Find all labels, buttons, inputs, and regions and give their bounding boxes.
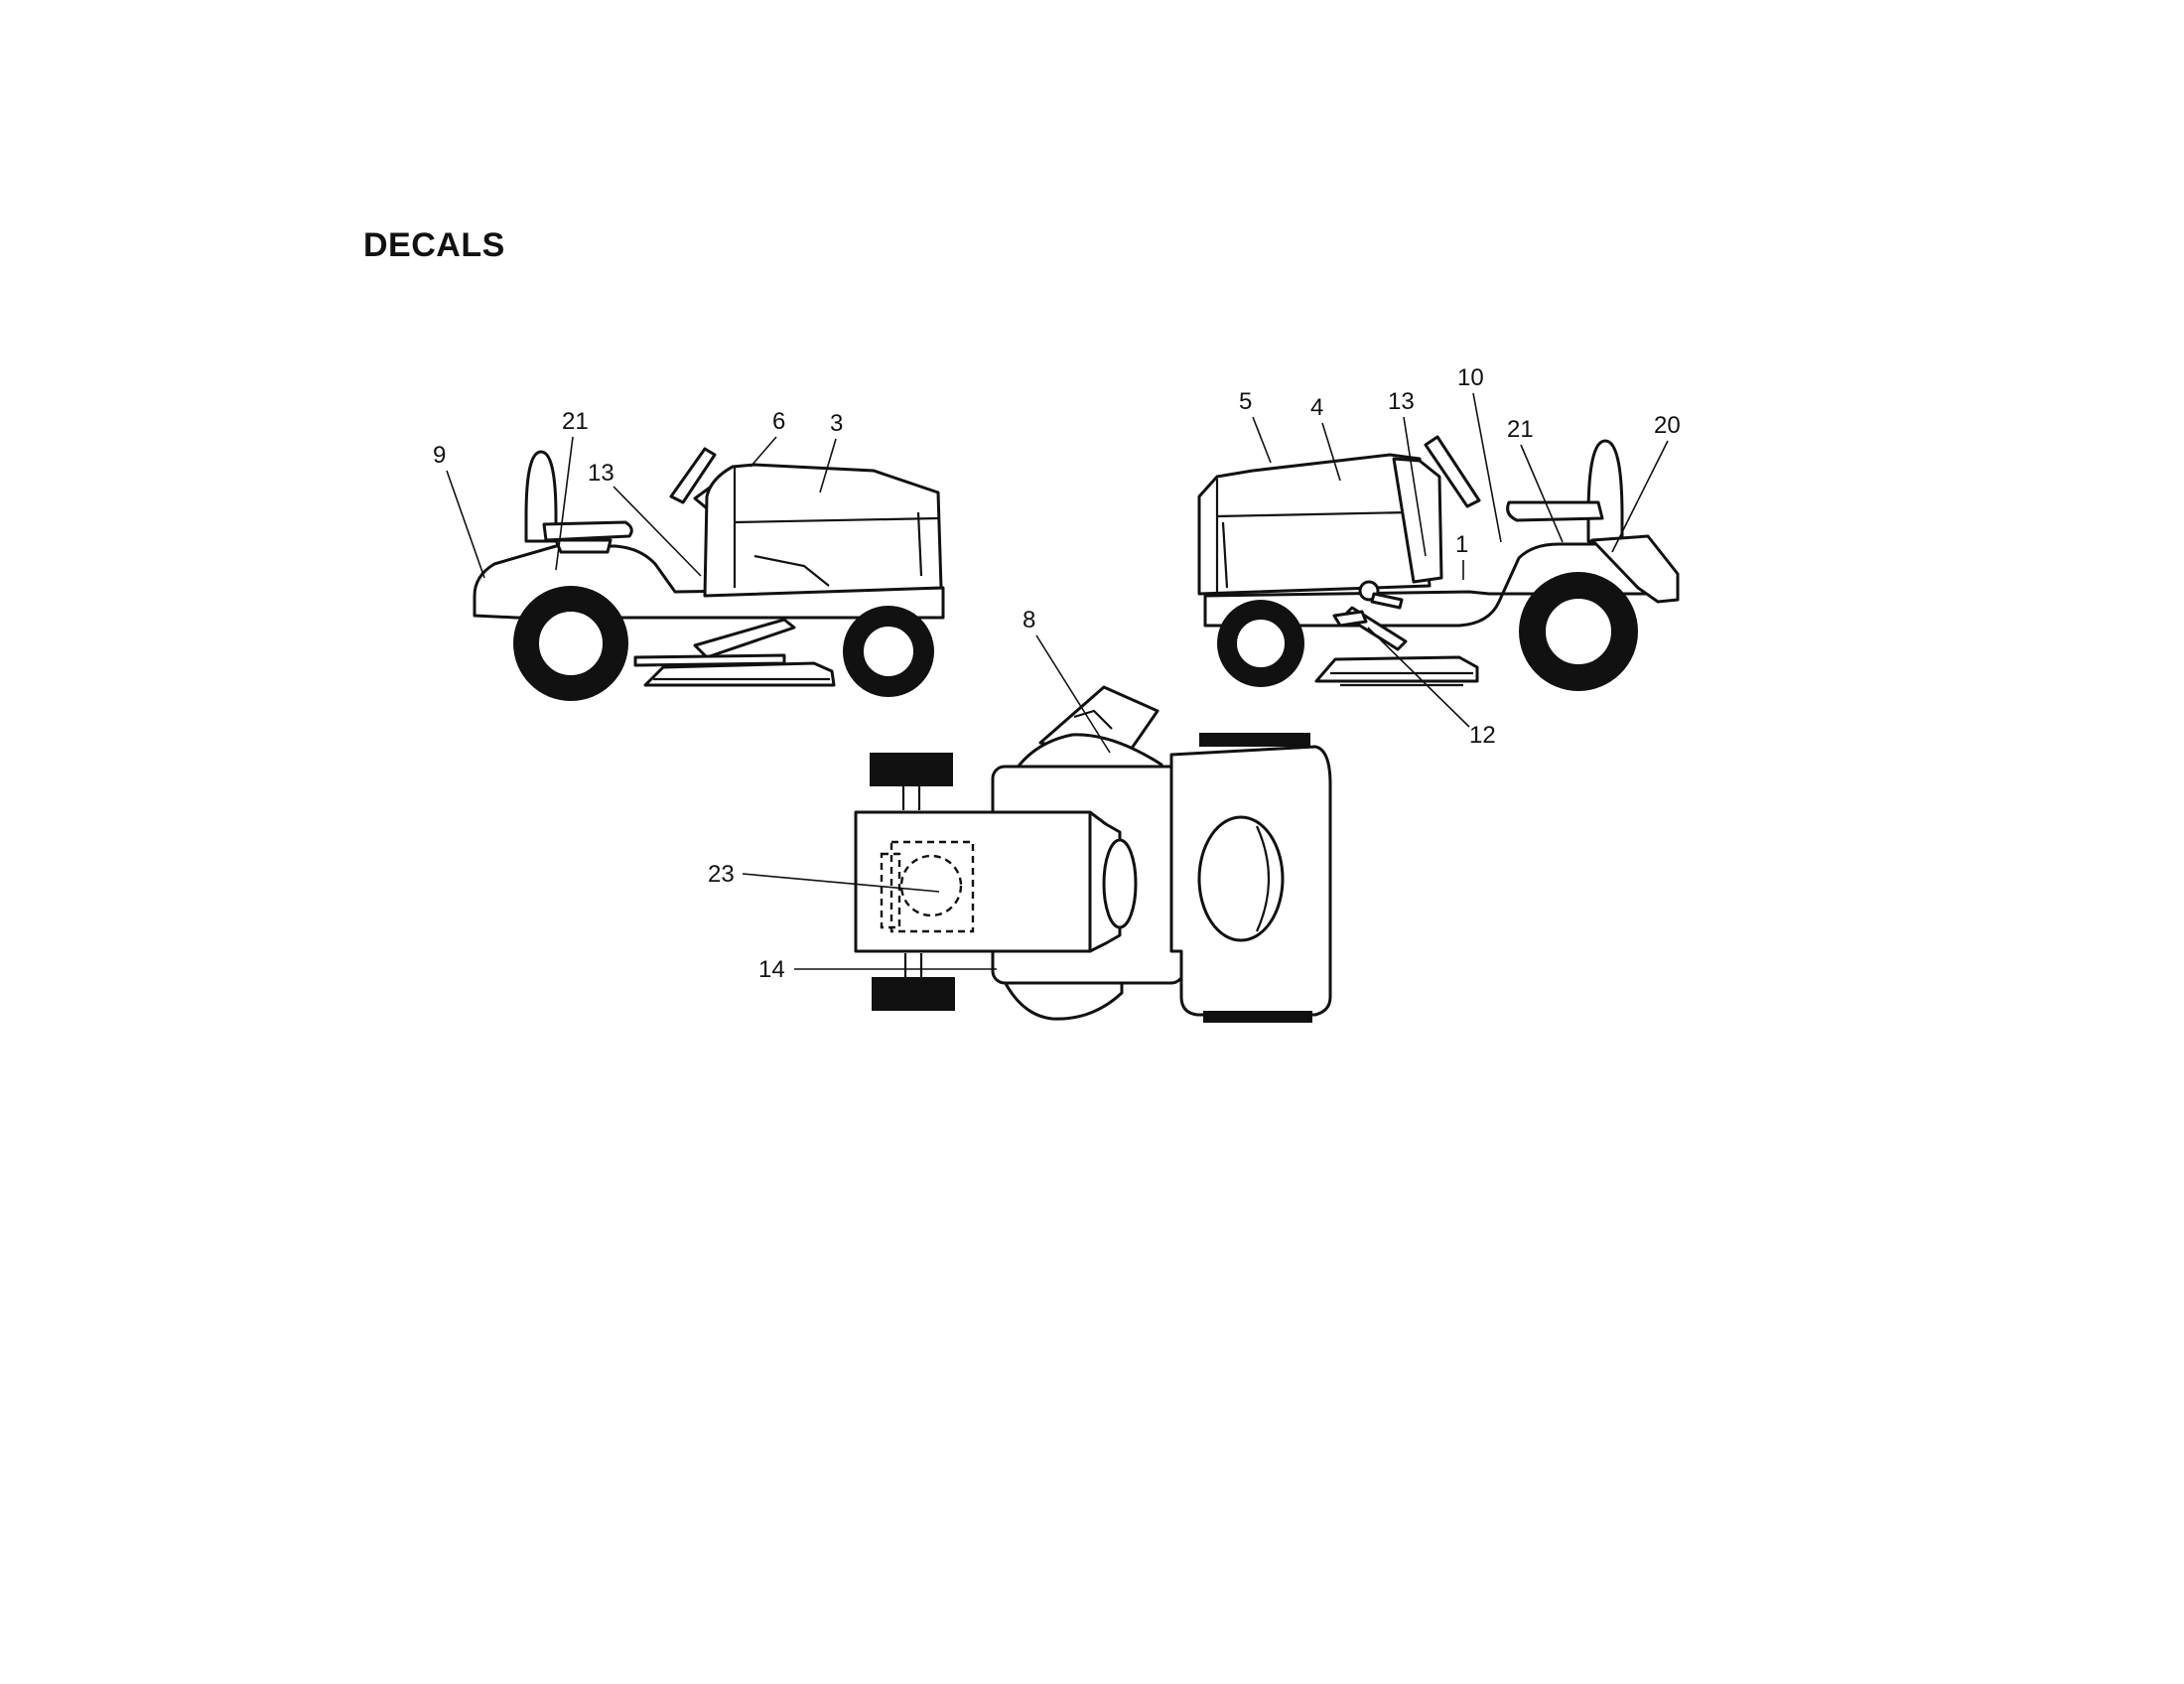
page-title: DECALS: [363, 226, 505, 264]
callout-12: 12: [1469, 722, 1496, 749]
callout-23: 23: [708, 861, 735, 888]
tractor-right-side-view: 5 4 13 10 21 20 1 12: [1197, 364, 1681, 749]
callout-13-right: 13: [1388, 388, 1415, 415]
callout-1: 1: [1455, 531, 1468, 558]
callout-9: 9: [433, 442, 446, 469]
callout-8: 8: [1023, 607, 1035, 633]
callout-14: 14: [758, 956, 785, 983]
callout-20: 20: [1654, 412, 1681, 439]
tractor-top-view: 8 23 14: [708, 607, 1332, 1023]
callout-10: 10: [1457, 364, 1484, 391]
callout-5: 5: [1239, 388, 1252, 415]
callout-21-left: 21: [562, 408, 589, 435]
callout-3: 3: [830, 410, 843, 437]
callout-13-left: 13: [588, 460, 614, 487]
callout-21-right: 21: [1507, 416, 1534, 443]
callout-4: 4: [1310, 394, 1323, 421]
callout-6: 6: [772, 408, 785, 435]
tractor-left-side-view: 9 21 13 6 3: [433, 408, 945, 701]
